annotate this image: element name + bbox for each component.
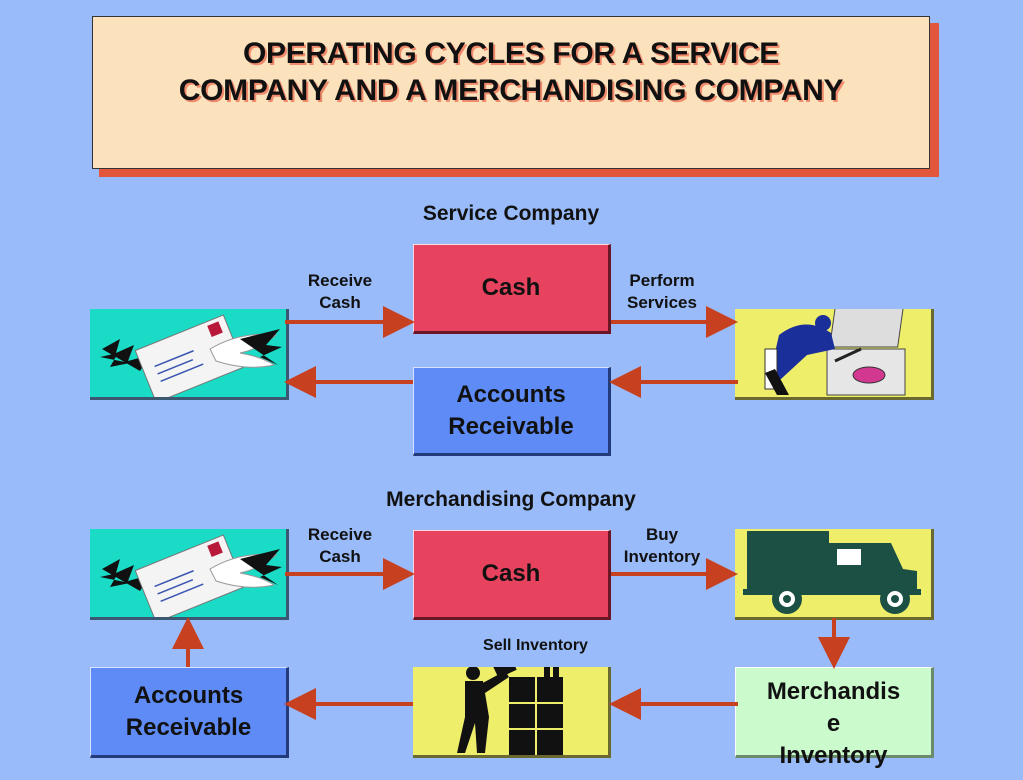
service-perform-line-2: Services xyxy=(627,293,697,312)
title-line-2: COMPANY AND A MERCHANDISING COMPANY xyxy=(178,74,844,107)
service-ar-line-2: Receivable xyxy=(448,412,574,440)
service-cash-box: Cash xyxy=(413,244,611,334)
title-box: OPERATING CYCLES FOR A SERVICE COMPANY A… xyxy=(92,16,930,169)
merch-cash-label: Cash xyxy=(481,560,541,587)
merch-buy-inventory-label: Buy Inventory xyxy=(610,524,714,568)
delivery-truck-icon xyxy=(743,531,921,614)
merch-receive-line-1: Receive xyxy=(307,525,373,544)
service-ar-line-1: Accounts xyxy=(456,380,566,408)
merch-ar-line-1: Accounts xyxy=(133,681,244,709)
merch-receive-line-2: Cash xyxy=(319,547,361,566)
title-line-1: OPERATING CYCLES FOR A SERVICE xyxy=(242,37,780,70)
merch-inv-line-1: Merchandis xyxy=(766,677,901,705)
merch-receive-cash-label: Receive Cash xyxy=(290,524,390,568)
merchandising-company-heading: Merchandising Company xyxy=(386,488,636,511)
service-receive-cash-label: Receive Cash xyxy=(290,270,390,314)
merch-mail-picture xyxy=(90,529,289,624)
service-cash-label: Cash xyxy=(481,274,541,301)
merch-buy-line-2: Inventory xyxy=(623,547,701,566)
merch-accounts-receivable-box: Accounts Receivable xyxy=(90,667,289,758)
service-company-heading: Service Company xyxy=(422,202,600,225)
merch-buy-line-1: Buy xyxy=(645,525,679,544)
service-perform-services-label: Perform Services xyxy=(610,270,714,314)
winged-envelope-icon xyxy=(100,534,282,624)
winged-envelope-icon xyxy=(100,314,282,404)
service-accounts-receivable-box: Accounts Receivable xyxy=(413,367,611,456)
service-mail-picture xyxy=(90,309,289,404)
stocking-shelves-icon xyxy=(457,649,563,757)
page-title: OPERATING CYCLES FOR A SERVICE COMPANY A… xyxy=(93,35,929,109)
service-receive-line-1: Receive xyxy=(307,271,373,290)
merch-truck-picture xyxy=(735,529,934,620)
merch-ar-line-2: Receivable xyxy=(125,713,252,741)
merch-inv-line-3: Inventory xyxy=(779,741,888,769)
sell-inventory-label: Sell Inventory xyxy=(483,637,588,654)
merch-inv-line-2: e xyxy=(826,709,841,737)
service-perform-line-1: Perform xyxy=(629,271,695,290)
service-receive-line-2: Cash xyxy=(319,293,361,312)
